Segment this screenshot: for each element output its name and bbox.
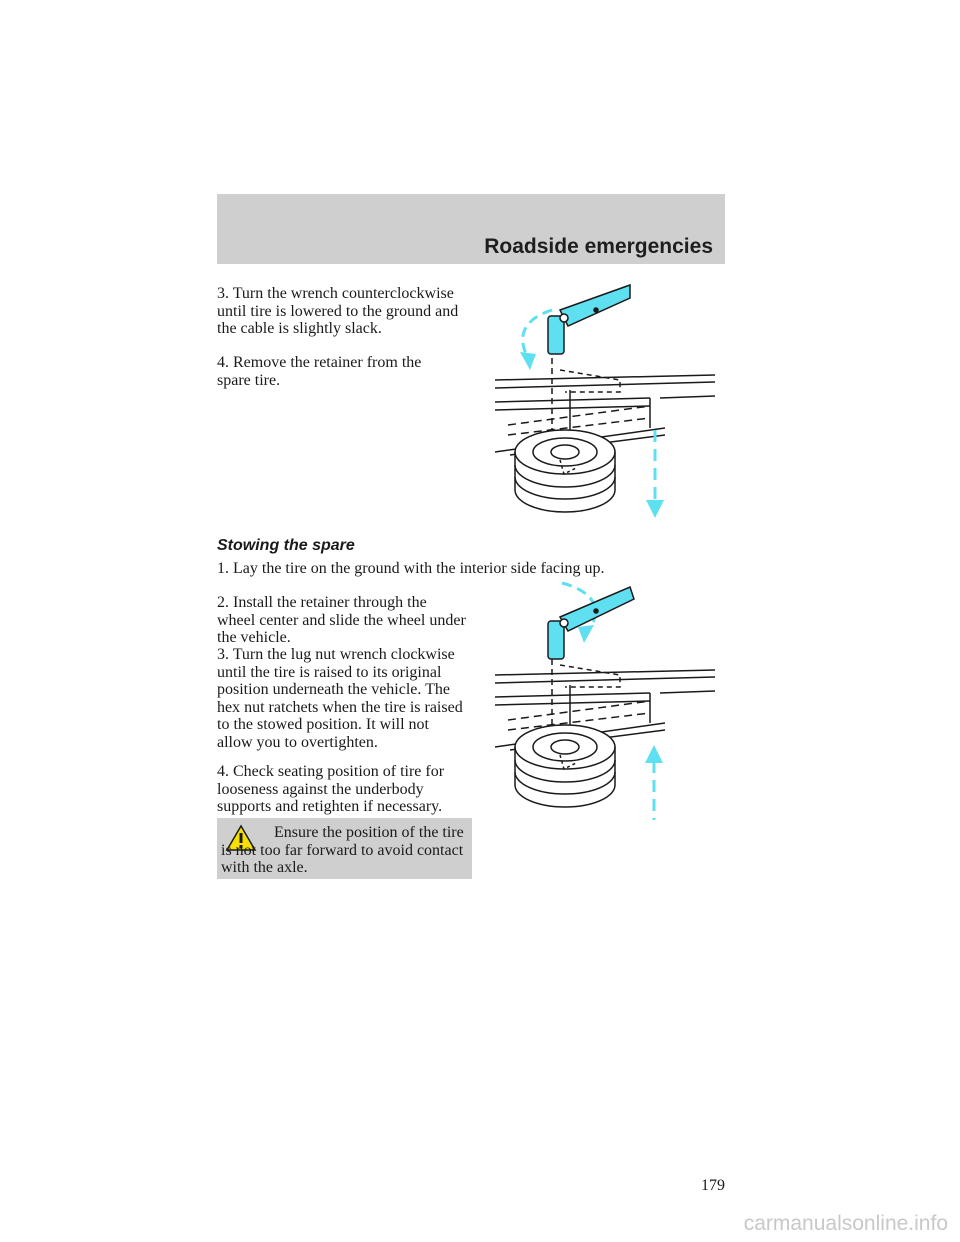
stowing-step-4: 4. Check seating position of tire for lo…: [217, 763, 445, 816]
warning-text: Ensure the position of the tire is not t…: [221, 824, 464, 877]
warning-box: Ensure the position of the tire is not t…: [217, 818, 472, 879]
lowering-step-3: 3. Turn the wrench counterclockwise unti…: [217, 285, 459, 338]
warning-triangle-icon: [225, 824, 257, 851]
stowing-spare-illustration: [494, 581, 716, 820]
section-header-band: Roadside emergencies: [217, 194, 725, 264]
lowering-spare-illustration: [494, 283, 716, 518]
lowering-step-4: 4. Remove the retainer from the spare ti…: [217, 354, 422, 389]
page-number: 179: [701, 1177, 725, 1194]
stowing-step-2: 2. Install the retainer through the whee…: [217, 594, 466, 647]
section-title: Roadside emergencies: [484, 235, 713, 258]
stowing-heading: Stowing the spare: [217, 537, 355, 554]
footer-watermark: carmanualsonline.info: [743, 1212, 948, 1235]
stowing-step-1: 1. Lay the tire on the ground with the i…: [217, 560, 605, 577]
stowing-step-3: 3. Turn the lug nut wrench clockwise unt…: [217, 646, 463, 751]
